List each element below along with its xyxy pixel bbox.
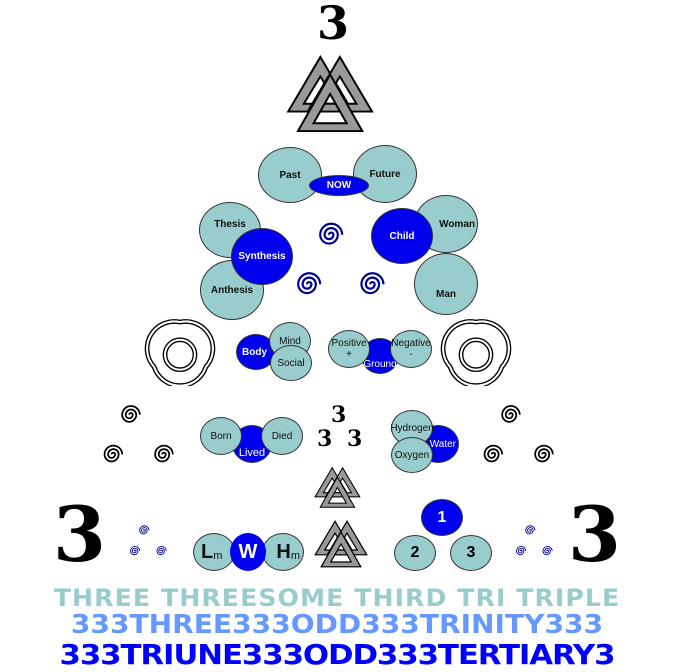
died-bubble: Died	[261, 417, 303, 455]
small-blue-triskelion-icon	[124, 520, 172, 566]
number-one-bubble: 1	[421, 499, 463, 536]
positive-sign: +	[346, 349, 352, 360]
oxygen-bubble: Oxygen	[391, 437, 433, 473]
h-label: H	[276, 541, 291, 563]
center-three: 3	[347, 426, 363, 452]
top-three: 3	[317, 0, 350, 50]
small-blue-triskelion-icon	[510, 520, 558, 566]
banner-line-2: 333THREE333ODD333TRINITY333	[70, 610, 604, 640]
child-bubble: Child	[371, 208, 433, 264]
banner-line-3: 333TRIUNE333ODD333TERTIARY3	[59, 638, 616, 671]
negative-bubble: Negative-	[390, 330, 432, 368]
valknut-icon	[313, 520, 375, 568]
big-three-right: 3	[568, 490, 621, 579]
born-bubble: Born	[200, 417, 242, 455]
negative-label: Negative	[391, 338, 431, 349]
negative-sign: -	[409, 349, 413, 360]
number-three-bubble: 3	[450, 535, 492, 571]
small-valknut-icon	[314, 465, 366, 510]
social-bubble: Social	[270, 345, 312, 381]
past-bubble: Past	[258, 147, 322, 203]
l-label: L	[201, 541, 214, 563]
center-three: 3	[331, 402, 347, 428]
number-two-bubble: 2	[394, 535, 436, 571]
l-subscript: m	[213, 549, 223, 562]
triquetra-icon	[144, 318, 216, 386]
synthesis-bubble: Synthesis	[231, 228, 293, 285]
valknut-icon	[283, 55, 387, 133]
positive-label: Positive	[331, 338, 367, 349]
big-three-left: 3	[53, 490, 106, 579]
h-subscript: m	[290, 549, 300, 562]
black-triskelion-icon	[94, 395, 182, 483]
positive-bubble: Positive+	[328, 330, 370, 368]
w-bubble: W	[230, 533, 266, 571]
center-three: 3	[317, 426, 333, 452]
man-bubble: Man	[414, 253, 478, 315]
triquetra-icon	[440, 318, 512, 386]
now-bubble: NOW	[309, 175, 369, 196]
thesis-bubble: Thesis	[199, 202, 261, 258]
future-bubble: Future	[353, 145, 417, 203]
black-triskelion-icon	[474, 395, 562, 483]
banner-line-1: THREE THREESOME THIRD TRI TRIPLE	[53, 584, 621, 612]
body-bubble: Body	[236, 334, 276, 370]
